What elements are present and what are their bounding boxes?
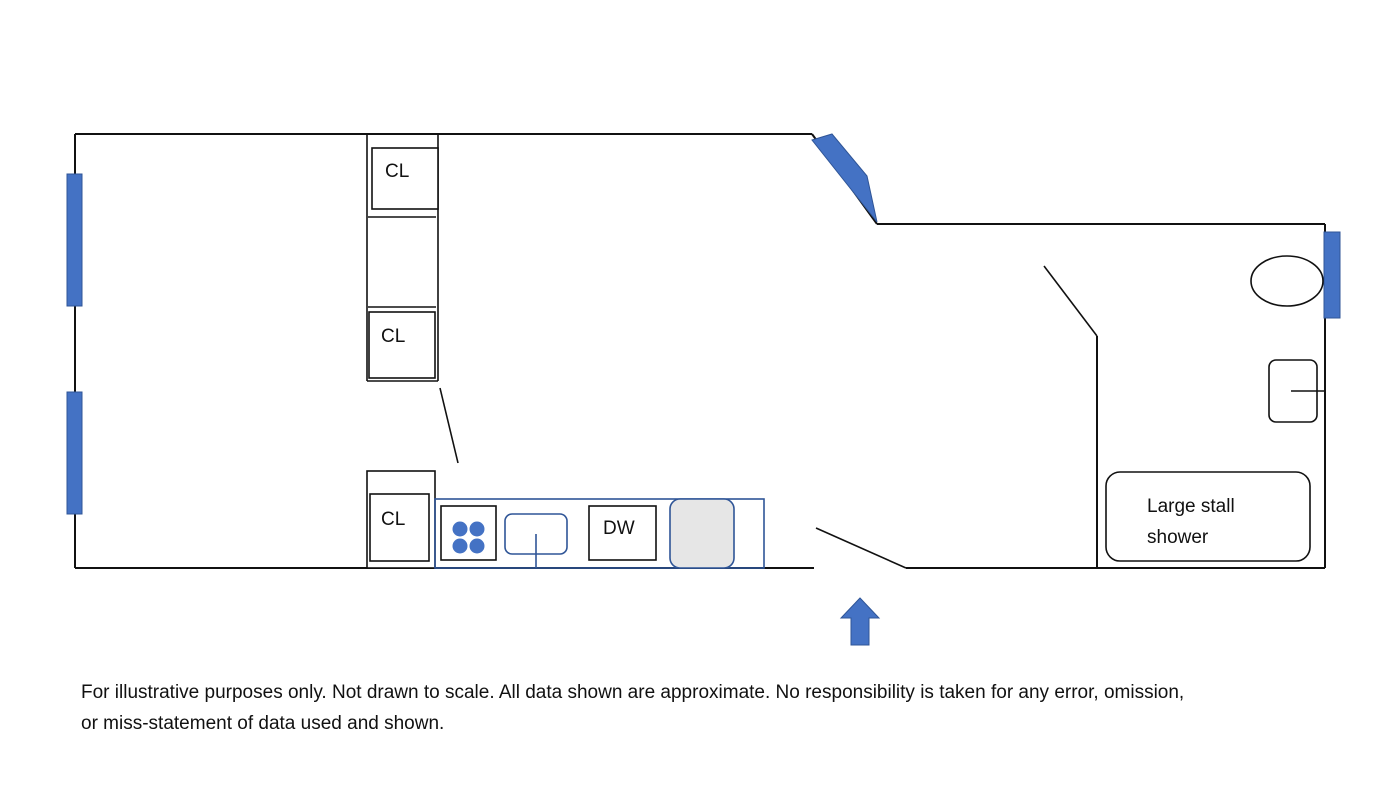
door-swings [439, 265, 1098, 569]
closet-column [366, 134, 439, 569]
windows [66, 133, 1341, 515]
bathroom-fixtures [1105, 255, 1325, 562]
closet-label: CL [381, 509, 405, 530]
closet-label: CL [385, 161, 409, 182]
shower-label-line2: shower [1147, 527, 1209, 548]
burner-icon [469, 538, 485, 554]
closet-2 [368, 311, 436, 379]
dishwasher-label: DW [603, 518, 635, 539]
entry-arrow-icon [839, 597, 881, 646]
window-angled [811, 133, 878, 223]
kitchen-sink [504, 513, 568, 568]
toilet [1250, 255, 1324, 307]
closet-1 [371, 147, 439, 210]
door-swing-entry [815, 527, 907, 569]
burner-icon [452, 521, 468, 537]
window-left-lower [66, 391, 83, 515]
closet-label: CL [381, 326, 405, 347]
refrigerator [669, 498, 735, 569]
closet-3 [369, 493, 430, 562]
door-swing-hall [439, 387, 459, 464]
counter-outline [434, 498, 765, 569]
stove [440, 505, 497, 561]
shower-label-line1: Large stall [1147, 496, 1235, 517]
disclaimer: For illustrative purposes only. Not draw… [81, 677, 1321, 739]
burner-icon [469, 521, 485, 537]
disclaimer-line-1: For illustrative purposes only. Not draw… [81, 682, 1185, 703]
dishwasher [588, 505, 657, 561]
stove-top [440, 505, 497, 561]
disclaimer-line-2: or miss-statement of data used and shown… [81, 713, 445, 734]
door-swing-bath [1043, 265, 1098, 337]
stall-shower [1105, 471, 1311, 562]
burner-icon [452, 538, 468, 554]
window-left-upper [66, 173, 83, 307]
kitchen-counter [434, 498, 765, 569]
window-bath [1323, 231, 1341, 319]
